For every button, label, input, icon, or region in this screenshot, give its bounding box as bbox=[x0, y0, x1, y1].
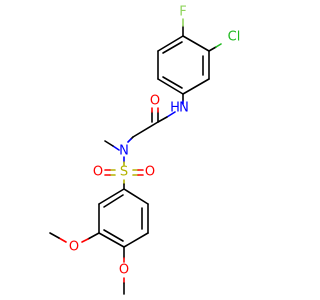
bond bbox=[49, 232, 60, 239]
bond bbox=[123, 188, 149, 205]
amide-hydrogen-label: H bbox=[170, 101, 180, 116]
bond bbox=[112, 145, 120, 151]
bonds bbox=[49, 18, 222, 295]
bond bbox=[182, 78, 210, 95]
bond bbox=[162, 41, 183, 54]
sulfur-label: S bbox=[120, 165, 128, 180]
bond bbox=[208, 46, 217, 52]
bond bbox=[98, 232, 125, 248]
bond bbox=[132, 121, 159, 138]
molecule-structure: F Cl H N O N S O O O O bbox=[49, 5, 240, 295]
bond bbox=[215, 43, 222, 48]
sulfonamide-nitrogen-label: N bbox=[119, 144, 129, 159]
bond bbox=[166, 111, 176, 118]
methoxy-oxygen-3-label: O bbox=[69, 240, 79, 255]
sulfonyl-oxygen-right-label: O bbox=[145, 165, 155, 180]
carbonyl-oxygen-label: O bbox=[150, 94, 160, 109]
amide-nitrogen-label: N bbox=[179, 101, 189, 116]
bond bbox=[103, 229, 124, 242]
bond bbox=[127, 138, 132, 143]
bond bbox=[58, 237, 67, 243]
bond bbox=[157, 116, 168, 123]
bond bbox=[104, 140, 114, 147]
sulfonyl-oxygen-left-label: O bbox=[93, 165, 103, 180]
fluorine-label: F bbox=[179, 5, 186, 20]
atom-labels: F Cl H N O N S O O O O bbox=[69, 5, 240, 278]
bond bbox=[157, 35, 184, 52]
chlorine-label: Cl bbox=[228, 30, 241, 45]
bond bbox=[81, 238, 89, 243]
bond bbox=[103, 194, 124, 208]
bond bbox=[162, 76, 183, 89]
bond bbox=[87, 232, 100, 240]
bond bbox=[182, 35, 210, 52]
bond bbox=[98, 188, 125, 205]
bond bbox=[157, 78, 184, 95]
methoxy-oxygen-4-label: O bbox=[119, 263, 129, 278]
bond bbox=[123, 232, 149, 248]
